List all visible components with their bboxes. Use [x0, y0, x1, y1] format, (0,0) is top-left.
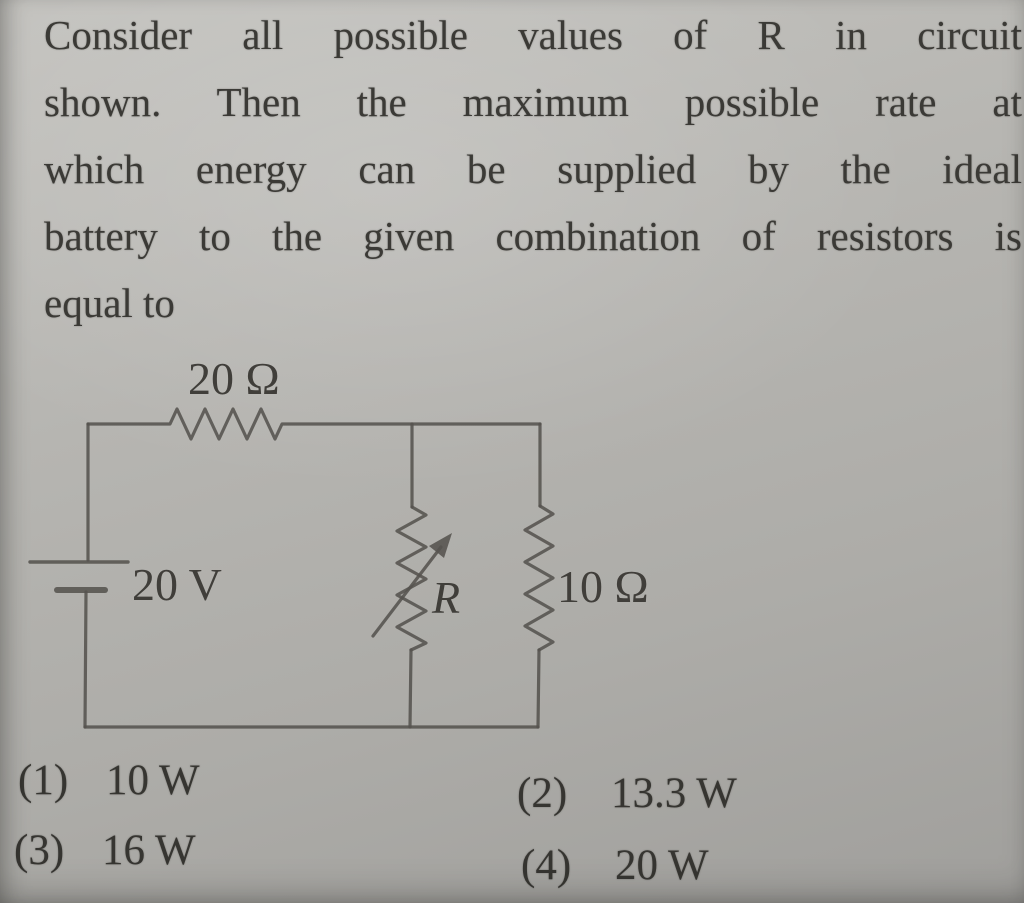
option-2: (2) 13.3 W	[517, 769, 737, 818]
series-resistor-label: 20 Ω	[188, 353, 280, 404]
question-text: Consider all possible values of R in cir…	[44, 2, 1022, 337]
option-number: (3)	[14, 827, 65, 874]
option-3: (3) 16 W	[14, 826, 196, 875]
question-line: battery to the given combination of resi…	[44, 213, 1022, 259]
option-value: 10 W	[106, 757, 200, 804]
question-line: shown. Then the maximum possible rate at	[44, 79, 1022, 125]
question-line: equal to	[44, 280, 175, 326]
left-wire-lower	[83, 590, 88, 729]
question-line: which energy can be supplied by the idea…	[44, 146, 1022, 192]
variable-resistor-label: R	[431, 572, 460, 623]
variable-resistor-zigzag	[395, 505, 428, 652]
option-number: (4)	[521, 842, 572, 889]
circuit-figure: 20 Ω 20 V R 10 Ω	[0, 336, 700, 746]
battery-voltage-label: 20 V	[132, 559, 222, 610]
parallel-resistor-label: 10 Ω	[557, 561, 649, 612]
option-value: 20 W	[615, 842, 709, 889]
variable-resistor-arrow-shaft	[371, 545, 443, 638]
option-number: (2)	[517, 770, 568, 817]
top-wire-series-resistor-zigzag	[86, 407, 542, 441]
right-branch-wire-lower	[536, 648, 541, 729]
option-1: (1) 10 W	[18, 756, 200, 805]
middle-branch-wire-lower	[408, 648, 413, 729]
option-number: (1)	[18, 757, 69, 804]
option-4: (4) 20 W	[521, 841, 709, 890]
option-value: 16 W	[102, 827, 196, 874]
question-line: Consider all possible values of R in cir…	[44, 12, 1022, 58]
parallel-resistor-zigzag	[523, 504, 555, 652]
variable-resistor-arrowhead	[429, 533, 452, 558]
option-value: 13.3 W	[611, 770, 737, 817]
